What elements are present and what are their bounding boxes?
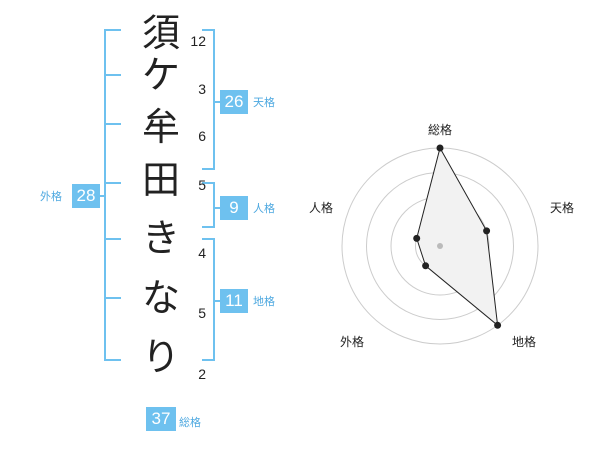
name-char-3: 牟 <box>141 105 180 149</box>
chikaku-label: 地格 <box>253 295 275 308</box>
stroke-count-5: 4 <box>198 245 206 261</box>
radar-point-2 <box>483 227 491 235</box>
radar-point-1 <box>436 144 444 152</box>
tenkaku-label: 天格 <box>253 96 275 109</box>
jinkaku-value-badge: 9 <box>220 196 248 220</box>
stroke-count-2: 3 <box>198 81 206 97</box>
name-char-7: り <box>141 335 180 379</box>
radar-point-4 <box>422 262 430 270</box>
jinkaku-label: 人格 <box>253 202 275 215</box>
name-char-5: き <box>141 216 180 260</box>
gaikaku-value-badge: 28 <box>72 184 100 208</box>
radar-axis-label-jinkaku: 人格 <box>309 201 334 215</box>
radar-point-3 <box>494 321 502 329</box>
soukaku-label: 総格 <box>179 416 201 429</box>
radar-axis-label-chikaku: 地格 <box>512 335 537 349</box>
radar-point-5 <box>413 234 421 242</box>
soukaku-value-badge: 37 <box>146 407 176 431</box>
radar-series-area <box>416 146 499 327</box>
chikaku-value-badge: 11 <box>220 289 248 313</box>
tenkaku-value-badge: 26 <box>220 90 248 114</box>
name-char-6: な <box>141 276 180 320</box>
name-char-4: 田 <box>141 158 180 202</box>
radar-center-dot <box>437 243 443 249</box>
stroke-count-4: 5 <box>198 177 206 193</box>
radar-axis-label-gaikaku: 外格 <box>340 335 365 349</box>
stroke-count-6: 5 <box>198 305 206 321</box>
stroke-count-7: 2 <box>198 366 206 382</box>
name-char-1: 須 <box>141 11 180 55</box>
stroke-count-1: 12 <box>190 33 206 49</box>
stroke-count-3: 6 <box>198 128 206 144</box>
gaikaku-label: 外格 <box>40 190 62 203</box>
radar-axis-label-soukaku: 総格 <box>428 123 453 137</box>
name-char-2: ケ <box>141 53 180 97</box>
radar-axis-label-tenkaku: 天格 <box>550 201 575 215</box>
